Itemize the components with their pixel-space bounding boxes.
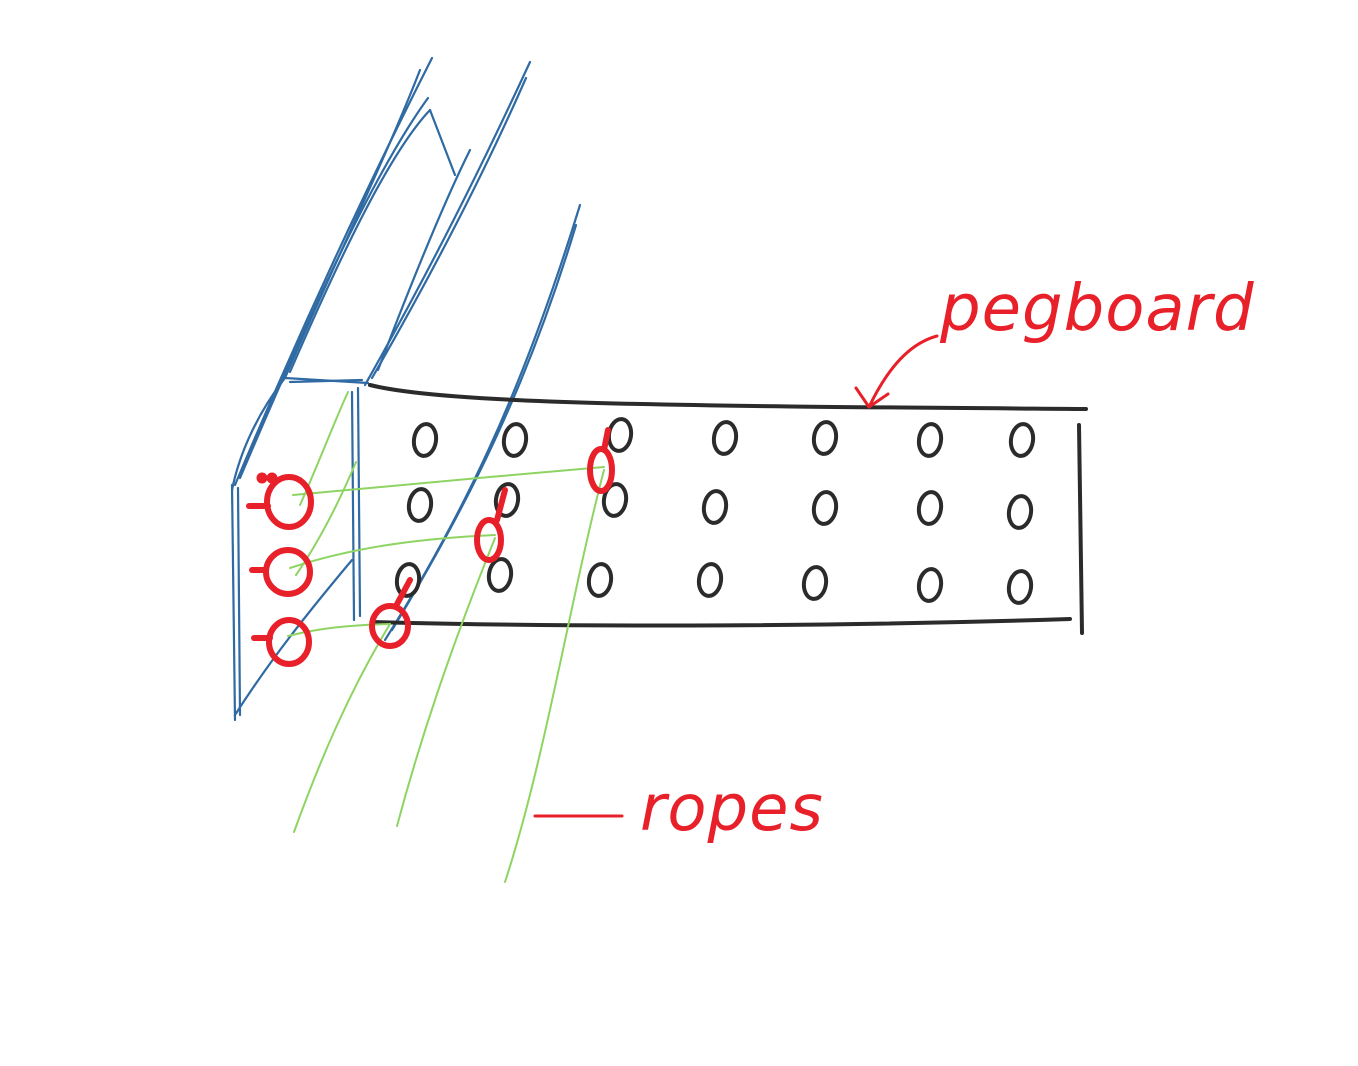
peg-hole [811, 490, 839, 526]
peg-hole [696, 562, 724, 598]
peg-hole [711, 420, 739, 456]
peg-hole [801, 565, 829, 601]
pegboard [368, 383, 1088, 635]
peg-hole [486, 557, 514, 593]
ropes-annotation: ropes [533, 772, 824, 846]
peg-hole [606, 417, 634, 453]
peg-hole [601, 482, 629, 518]
peg-hole [586, 562, 614, 598]
peg-hole [1006, 494, 1034, 530]
pegboard-label: pegboard [939, 272, 1255, 346]
peg-hole [501, 422, 529, 458]
peg-hole [411, 422, 439, 458]
pegboard-holes [394, 417, 1036, 605]
peg-hole [1006, 569, 1034, 605]
pegboard-annotation: pegboard [854, 272, 1255, 409]
peg-hole [1008, 422, 1036, 458]
peg-hole [493, 482, 521, 518]
peg-hole [394, 562, 422, 598]
peg-hole [701, 489, 729, 525]
peg-hole [916, 422, 944, 458]
peg-hole [916, 567, 944, 603]
pegboard-arrowhead [854, 386, 890, 409]
pegboard-arrow [868, 334, 939, 407]
peg-hole [406, 487, 434, 523]
peg-hole [916, 490, 944, 526]
peg-hole [811, 420, 839, 456]
ropes-label: ropes [640, 772, 824, 846]
ropes-lines [287, 391, 605, 883]
rope-attachment-loops [246, 427, 615, 667]
